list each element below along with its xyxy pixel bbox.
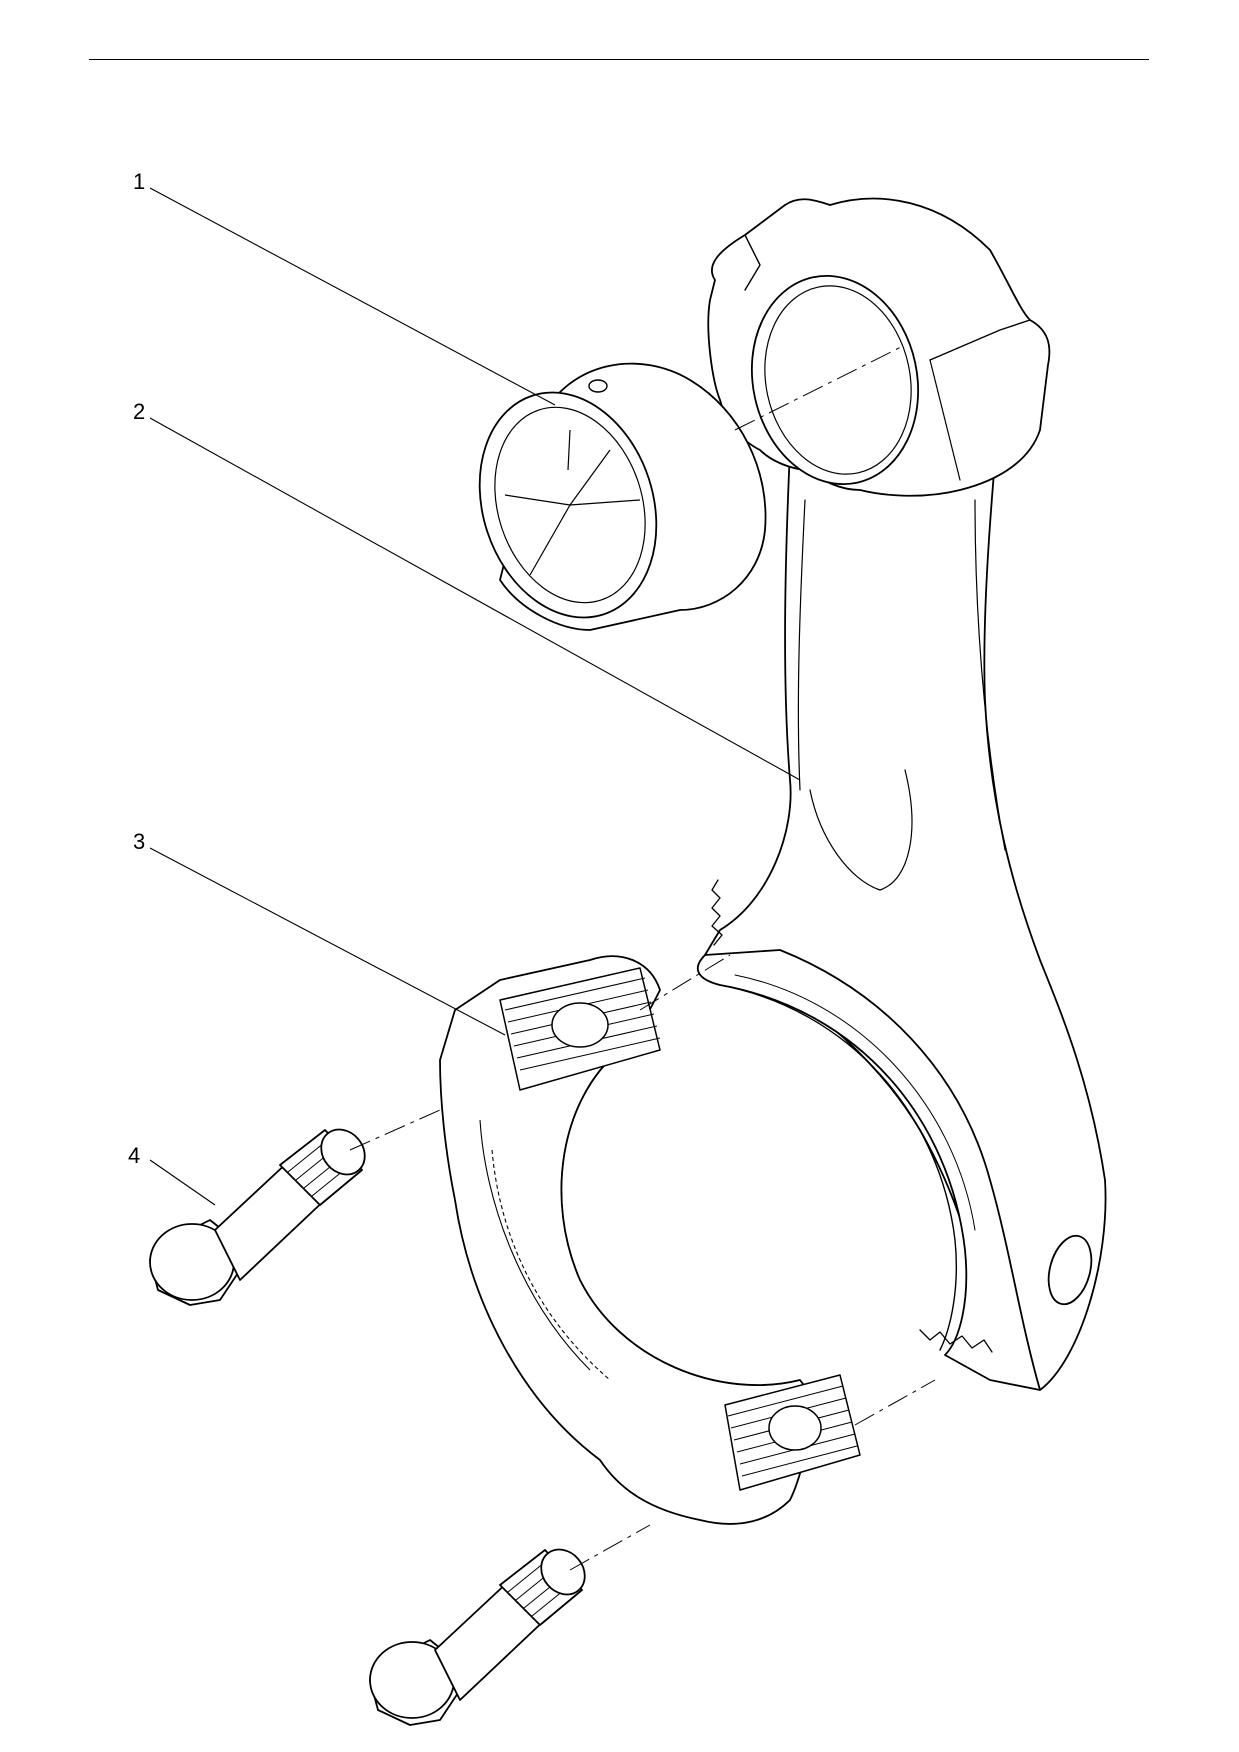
callout-1: 1 [133, 169, 145, 194]
small-end-bushing [478, 362, 767, 631]
callout-numbers: 1 2 3 4 [128, 169, 145, 1168]
rod-cap [439, 955, 861, 1525]
connecting-rod [696, 197, 1107, 1391]
header-rule [89, 59, 1149, 60]
rod-bolt-lower [369, 1548, 586, 1726]
callout-3: 3 [133, 829, 145, 854]
callout-4: 4 [128, 1143, 140, 1168]
callout-2: 2 [133, 399, 145, 424]
assembly-centerlines [349, 344, 936, 1571]
leader-lines [149, 187, 801, 1206]
rod-bolt-upper [149, 1128, 366, 1306]
